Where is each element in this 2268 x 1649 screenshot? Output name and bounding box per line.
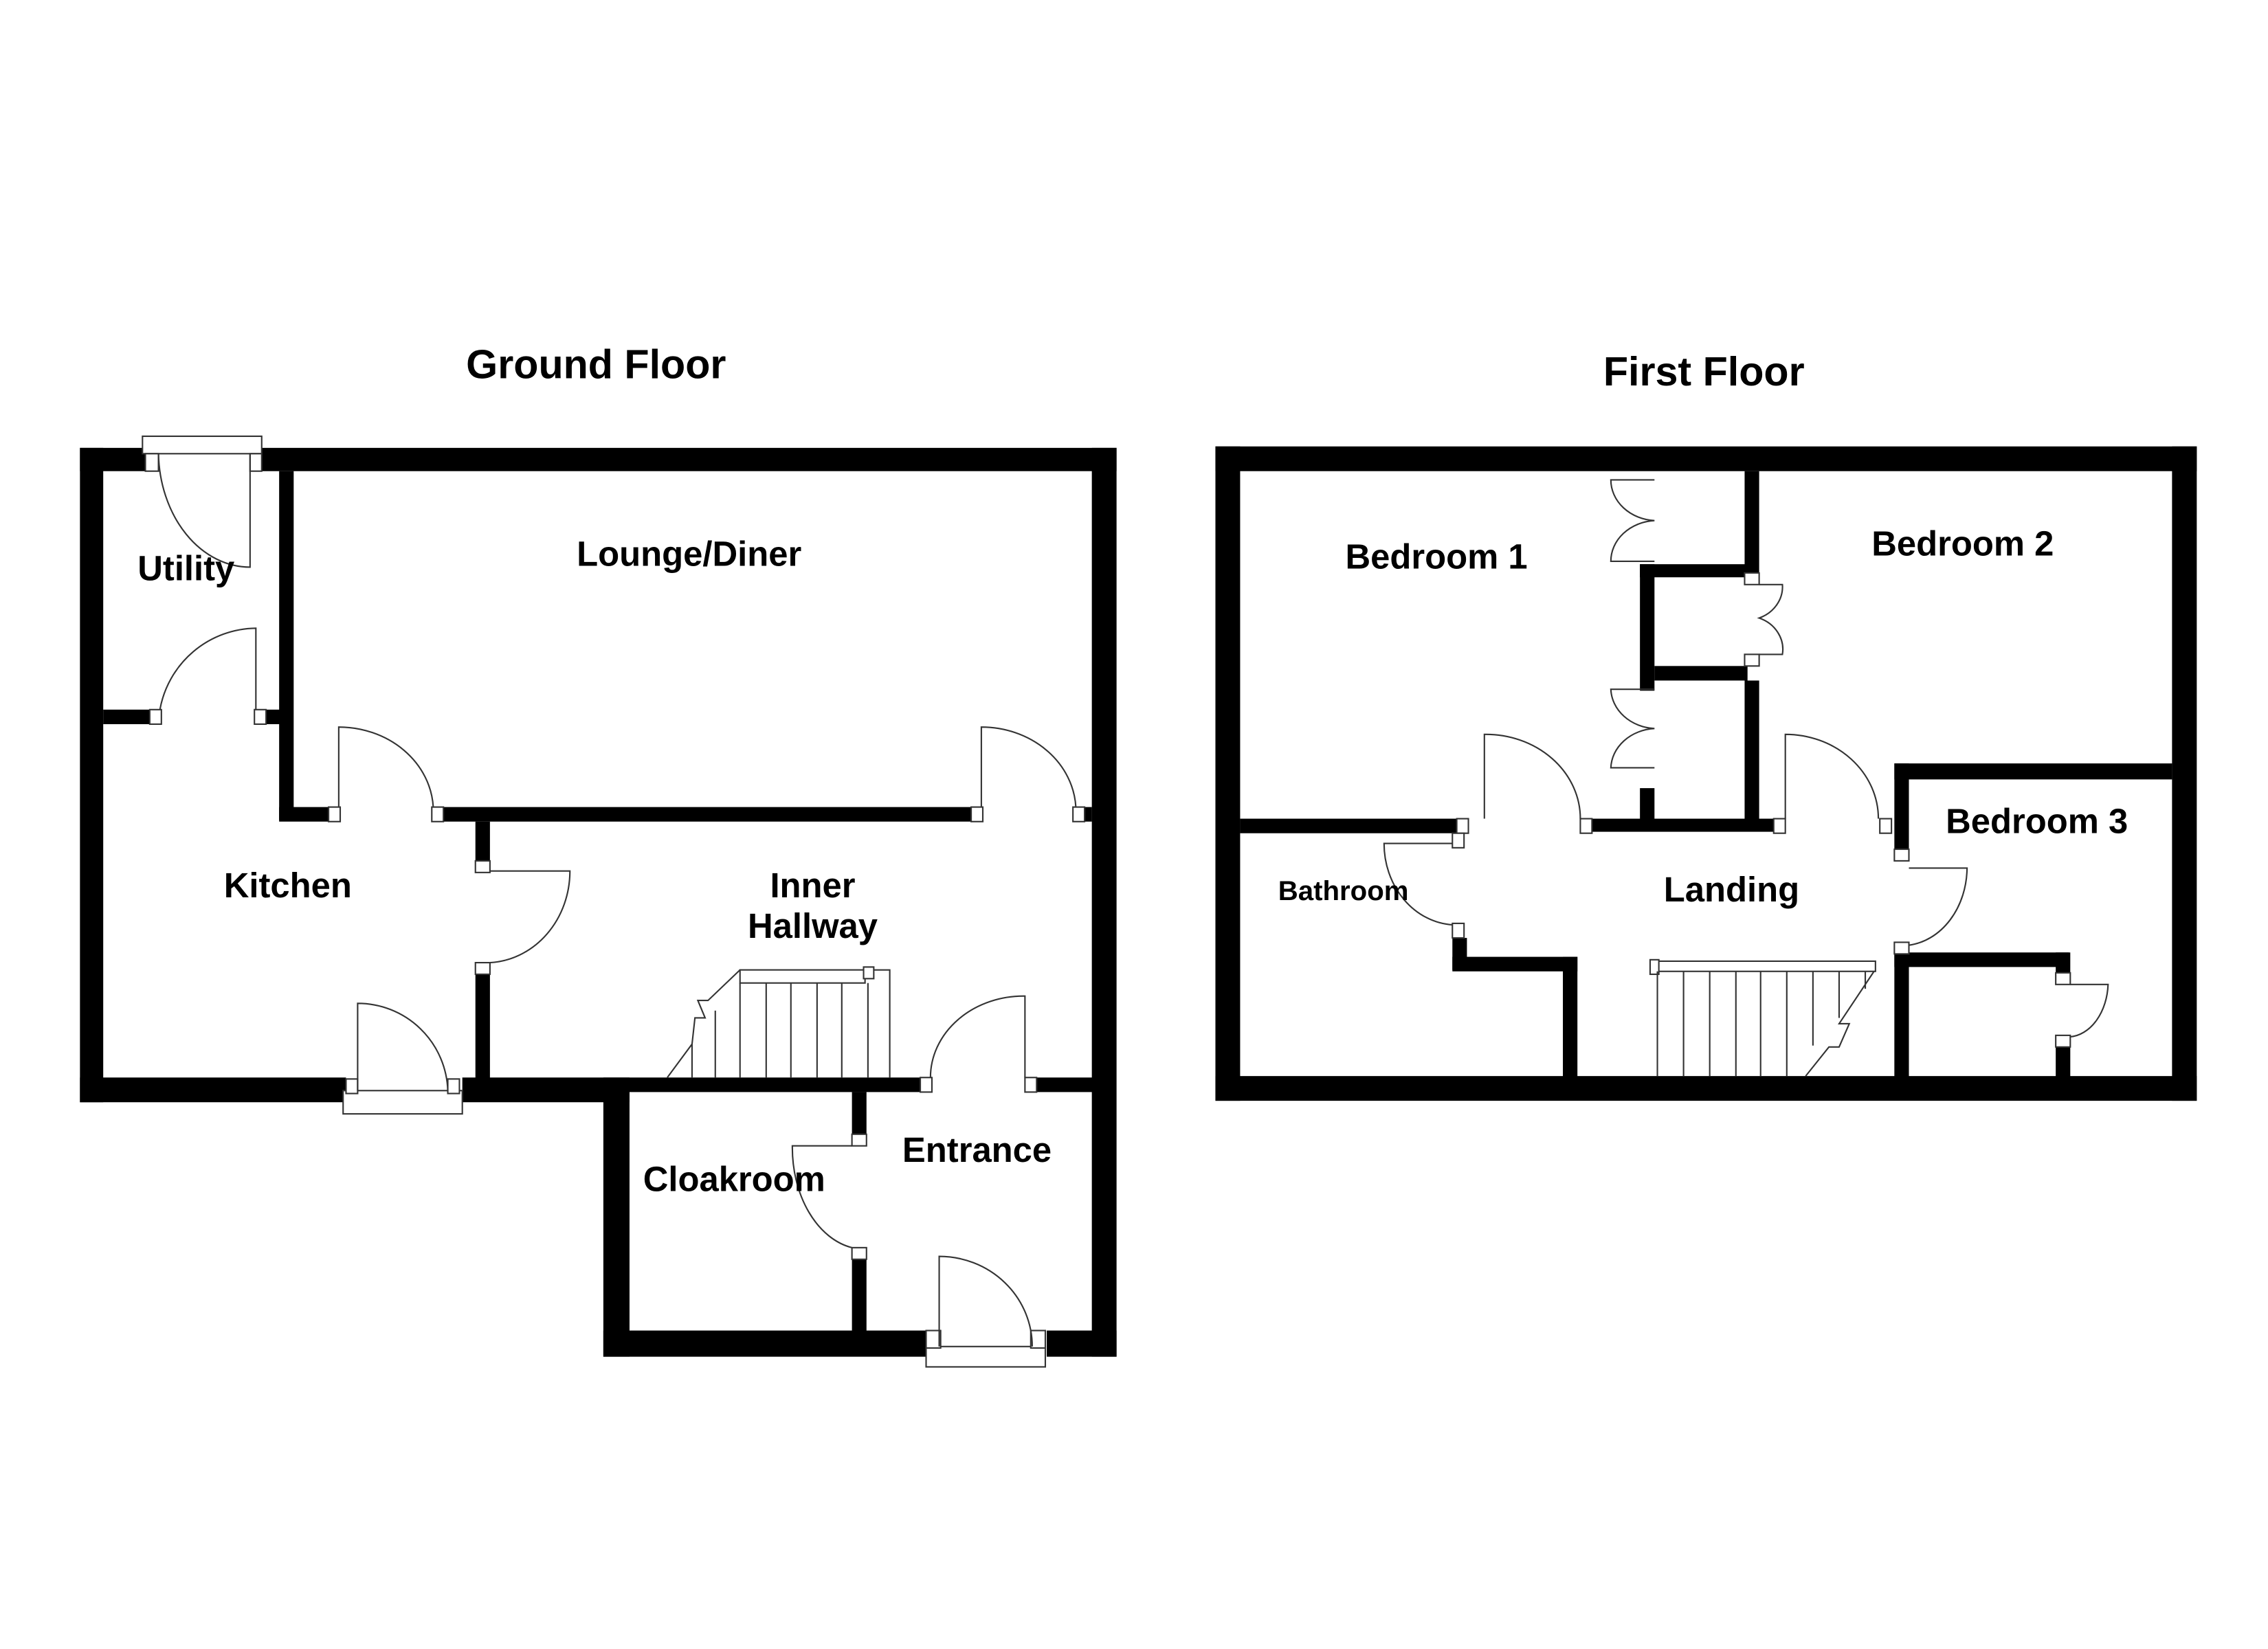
wall xyxy=(80,447,146,471)
wall xyxy=(629,1077,928,1092)
wall xyxy=(1240,818,1461,833)
room-label-bedroom-3: Bedroom 3 xyxy=(1946,802,2128,841)
bedroom3-closet-door xyxy=(2055,972,2109,1048)
utility-kitchen-door xyxy=(148,627,267,726)
room-label-cloakroom: Cloakroom xyxy=(643,1159,825,1198)
wall xyxy=(1035,1077,1093,1092)
wall xyxy=(1744,471,1759,573)
wall xyxy=(1215,446,1241,1101)
room-label-inner-hallway-2: Hallway xyxy=(748,906,878,945)
ground-floor-stairs xyxy=(667,966,891,1078)
wardrobe-door-bedroom1-lower xyxy=(1610,688,1655,769)
wall xyxy=(852,1259,867,1332)
ground-floor-plan: Ground Floor xyxy=(80,341,1117,1368)
wall xyxy=(80,447,104,1103)
bedroom2-door xyxy=(1772,733,1893,834)
room-label-bedroom-2: Bedroom 2 xyxy=(1871,524,2054,563)
wall xyxy=(1654,666,1748,681)
room-label-entrance: Entrance xyxy=(902,1130,1052,1169)
wall xyxy=(279,807,335,822)
wall xyxy=(2056,952,2071,974)
room-label-bedroom-1: Bedroom 1 xyxy=(1345,537,1527,576)
wall xyxy=(1091,447,1117,1357)
ground-floor-title: Ground Floor xyxy=(466,341,726,387)
wall xyxy=(266,709,293,724)
wall xyxy=(1452,956,1578,972)
wall xyxy=(261,447,1117,471)
room-label-landing: Landing xyxy=(1664,870,1799,909)
bedroom3-door xyxy=(1893,848,1968,955)
wall xyxy=(475,821,490,863)
wall xyxy=(1640,564,1655,691)
front-door xyxy=(925,1255,1047,1368)
utility-external-door xyxy=(142,435,263,568)
room-label-bathroom: Bathroom xyxy=(1278,875,1409,906)
wall xyxy=(1215,446,2197,471)
wall xyxy=(1640,564,1748,578)
wall xyxy=(103,709,151,724)
kitchen-hallway-door xyxy=(474,860,571,976)
wall xyxy=(443,807,972,822)
cloakroom-door xyxy=(791,1133,867,1260)
wall xyxy=(475,974,490,1084)
bathroom-door xyxy=(1383,832,1465,939)
wall xyxy=(1744,680,1759,827)
wall xyxy=(1047,1330,1117,1357)
room-label-utility: Utility xyxy=(137,548,234,587)
kitchen-lounge-door xyxy=(328,726,445,822)
wall xyxy=(1640,788,1655,827)
wall xyxy=(603,1330,928,1357)
wall xyxy=(1894,952,1909,1081)
wall xyxy=(80,1077,346,1103)
first-floor-plan: First Floor xyxy=(1215,348,2197,1101)
wall xyxy=(1894,952,2069,967)
wardrobe-door-bedroom1-upper xyxy=(1610,479,1655,562)
wall xyxy=(1894,763,2172,780)
wall xyxy=(1894,763,1909,851)
wall xyxy=(462,1077,630,1103)
wall xyxy=(852,1092,867,1136)
wall xyxy=(1215,1076,2197,1101)
hallway-lounge-door xyxy=(970,726,1086,822)
first-floor-title: First Floor xyxy=(1603,348,1805,394)
room-label-inner-hallway: Inner xyxy=(770,866,855,905)
wall xyxy=(603,1077,630,1357)
wall xyxy=(1592,818,1779,832)
wall xyxy=(2056,1046,2071,1079)
kitchen-external-door xyxy=(342,1002,463,1115)
wall xyxy=(279,471,294,820)
first-floor-stairs xyxy=(1649,958,1876,1077)
wall xyxy=(2172,446,2197,1101)
room-label-lounge-diner: Lounge/Diner xyxy=(577,534,801,573)
wardrobe-door-bedroom2 xyxy=(1744,572,1784,667)
bedroom1-door xyxy=(1456,733,1593,834)
entrance-hallway-door xyxy=(919,995,1038,1093)
wall xyxy=(1563,956,1578,1081)
room-label-kitchen: Kitchen xyxy=(224,866,352,905)
